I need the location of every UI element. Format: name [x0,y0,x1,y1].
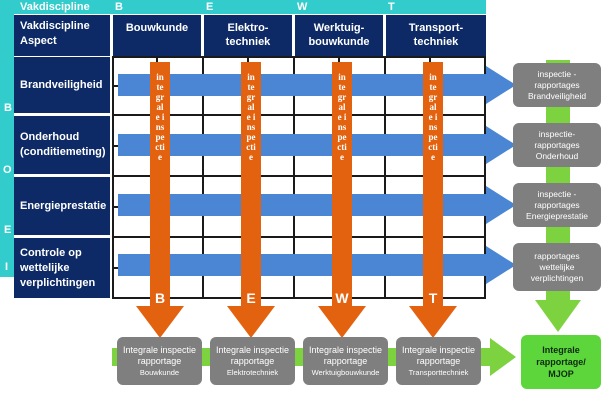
blue-arrow-row-2 [118,126,516,164]
bottom-box-line: rapportage [230,355,275,366]
row-label-onderhoud: Onderhoud (conditiemeting) [14,116,110,174]
orange-arrow-werktuigbouwkunde [318,62,366,338]
row-letter-strip [0,56,14,277]
bottom-box-line: Integrale inspectie [122,344,197,355]
row-label-controle: Controle op wettelijke verplichtingen [14,238,110,298]
blue-arrow-row-3 [118,186,516,224]
header-top-strip [0,0,486,14]
row-letter-i: I [5,261,9,273]
blue-arrow-row-1 [118,66,516,104]
header-col-werktuigbouwkunde: Werktuig- bouwkunde [295,15,383,56]
bottom-box-line: Integrale inspectie [215,344,290,355]
col-title-line2: techniek [413,36,459,48]
orange-arrow-bouwkunde [136,62,184,338]
header-aspect-cell: Vakdiscipline Aspect [14,15,110,56]
side-box-line: rapportages [534,139,580,150]
header-col-transporttechniek: Transport- techniek [386,15,486,56]
orange-arrow-transporttechniek [409,62,457,338]
header-col-letter-b: B [115,1,123,13]
arrow-text-elektrotechniek: integrale inspectie [246,72,256,162]
col-title-line1: Werktuig- [313,22,365,34]
side-box-line: inspectie - [537,188,577,199]
bottom-box-line: Bouwkunde [139,367,180,377]
bottom-box-werktuigbouwkunde: Integrale inspectie rapportage Werktuigb… [303,337,388,385]
bottom-box-line: Elektrotechniek [226,367,279,377]
row-label-energieprestatie: Energieprestatie [14,177,110,235]
final-box-line: MJOP [548,369,574,379]
side-box-line: wettelijke [539,261,575,272]
final-box-mjop: Integrale rapportage/ MJOP [521,335,601,389]
row-letter-o: O [3,164,12,176]
bottom-box-bouwkunde: Integrale inspectie rapportage Bouwkunde [117,337,202,385]
arrow-text-transporttechniek: integrale inspectie [428,72,438,162]
row-letter-e: E [4,224,12,236]
arrow-text-bouwkunde: integrale inspectie [155,72,165,162]
bottom-box-line: rapportage [137,355,182,366]
header-col-bouwkunde: Bouwkunde [113,15,201,56]
bottom-box-line: Werktuigbouwkunde [311,367,380,377]
header-col-letter-t: T [388,1,395,13]
header-left-cyan [0,14,14,56]
arrow-letter-w: W [335,290,349,306]
side-box-line: inspectie- [538,128,576,139]
bottom-box-line: Transporttechniek [408,367,469,377]
bottom-box-transporttechniek: Integrale inspectie rapportage Transport… [396,337,481,385]
blue-arrow-row-4 [118,246,516,284]
header-label-line2: Aspect [20,35,57,47]
header-col-letter-e: E [206,1,214,13]
side-box-line: verplichtingen [530,272,584,283]
bottom-box-elektrotechniek: Integrale inspectie rapportage Elektrote… [210,337,295,385]
header-label-line1: Vakdiscipline [20,20,90,32]
orange-arrow-elektrotechniek [227,62,275,338]
col-title-line1: Transport- [408,22,464,34]
side-box-line: rapportages [534,250,580,261]
side-box-line: inspectie [537,68,572,79]
header-top-label: Vakdiscipline [20,1,90,13]
row-letter-b: B [4,102,12,114]
col-title-line2: techniek [225,36,271,48]
bottom-box-line: rapportage [416,355,461,366]
side-box-line: Onderhoud [535,150,579,161]
final-box-line: Integrale [542,345,580,355]
bottom-box-line: Integrale inspectie [401,344,476,355]
bottom-box-line: rapportage [323,355,368,366]
arrow-letter-b: B [154,290,166,306]
side-box-line: - rapportages [534,68,580,90]
col-title-line2: bouwkunde [308,36,370,48]
side-box-line: rapportages [534,199,580,210]
arrow-letter-e: E [246,290,256,306]
final-box-line: rapportage/ [536,357,586,367]
header-col-elektrotechniek: Elektro- techniek [204,15,292,56]
side-box-line: Energieprestatie [526,210,588,221]
row-label-brandveiligheid: Brandveiligheid [14,57,110,113]
bottom-box-line: Integrale inspectie [308,344,383,355]
header-col-letter-w: W [297,1,308,13]
side-box-line: Brandveiligheid [527,90,587,101]
col-title-line1: Elektro- [227,22,269,34]
col-title-line1: Bouwkunde [125,22,189,34]
arrow-letter-t: T [428,290,438,306]
arrow-text-werktuigbouwkunde: integrale inspectie [337,72,347,162]
